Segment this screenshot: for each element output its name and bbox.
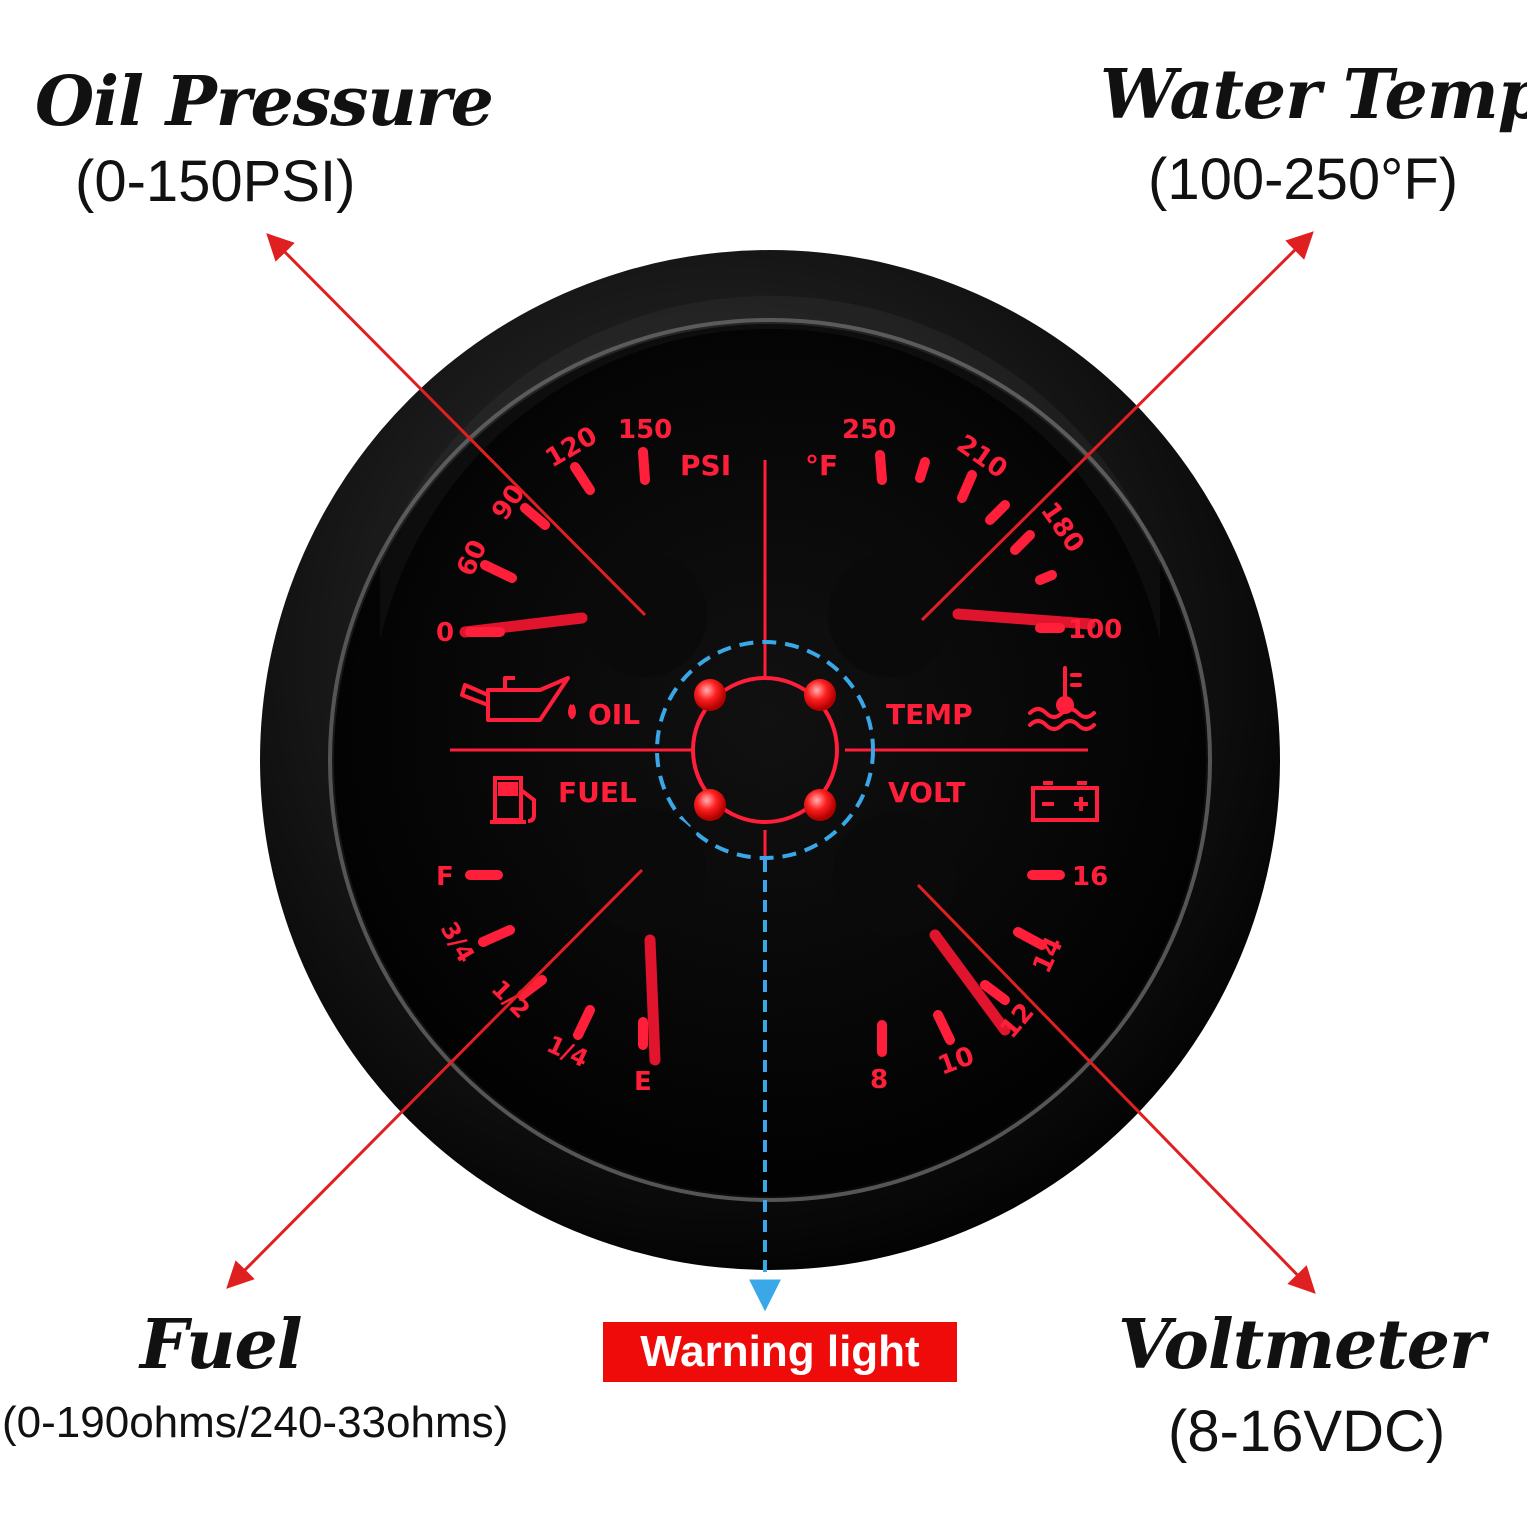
warning-leds — [694, 679, 836, 821]
fuel-pump-icon — [490, 776, 536, 824]
oil-tick-150: 150 — [618, 415, 672, 445]
temp-tick-100: 100 — [1068, 615, 1122, 645]
fuel-tick-f: F — [436, 862, 454, 892]
warning-led-fuel — [694, 789, 726, 821]
fuel-range: (0-190ohms/240-33ohms) — [2, 1398, 509, 1447]
volt-tick-8: 8 — [870, 1065, 888, 1095]
water-temp-arrow — [920, 231, 1314, 622]
warning-light-label: Warning light — [603, 1322, 957, 1382]
fuel-needle-hub — [583, 808, 707, 932]
voltmeter-range: (8-16VDC) — [1168, 1399, 1446, 1464]
gauge-face — [334, 324, 1206, 1196]
fuel-arrow — [226, 868, 644, 1289]
oil-can-icon — [460, 676, 576, 722]
fuel-title: Fuel — [140, 1305, 303, 1385]
voltmeter-arrow — [916, 883, 1316, 1294]
voltmeter-title: Voltmeter — [1118, 1305, 1485, 1385]
fuel-tick-e: E — [634, 1067, 652, 1097]
fuel-needle — [644, 934, 661, 1066]
oil-unit: PSI — [680, 449, 731, 482]
temp-needle-hub — [828, 553, 952, 677]
warning-led-temp — [804, 679, 836, 711]
oil-pressure-range: (0-150PSI) — [75, 149, 356, 214]
temp-label: TEMP — [886, 698, 973, 731]
volt-tick-16: 16 — [1072, 862, 1108, 892]
oil-pressure-arrow — [266, 233, 647, 617]
needles — [459, 608, 1096, 1066]
volt-needle — [929, 929, 1011, 1036]
temp-tick-250: 250 — [842, 415, 896, 445]
warning-highlight-ring — [655, 640, 875, 860]
thermometer-water-icon — [1028, 666, 1096, 731]
tick-marks — [465, 447, 1065, 1057]
oil-pressure-title: Oil Pressure — [35, 62, 494, 142]
dial-dividers — [450, 460, 1088, 860]
temp-unit: °F — [805, 449, 838, 482]
battery-icon — [1031, 781, 1099, 822]
warning-led-oil — [694, 679, 726, 711]
fuel-label: FUEL — [558, 776, 637, 809]
bezel-inner-rim — [328, 318, 1212, 1202]
oil-label: OIL — [588, 698, 640, 731]
temp-needle — [952, 608, 1096, 630]
volt-label: VOLT — [888, 776, 965, 809]
water-temp-title: Water Temp — [1100, 55, 1527, 135]
callout-arrows — [226, 231, 1316, 1294]
volt-needle-hub — [833, 813, 957, 937]
warning-led-volt — [804, 789, 836, 821]
water-temp-range: (100-250°F) — [1148, 147, 1459, 212]
oil-tick-0: 0 — [436, 618, 454, 648]
